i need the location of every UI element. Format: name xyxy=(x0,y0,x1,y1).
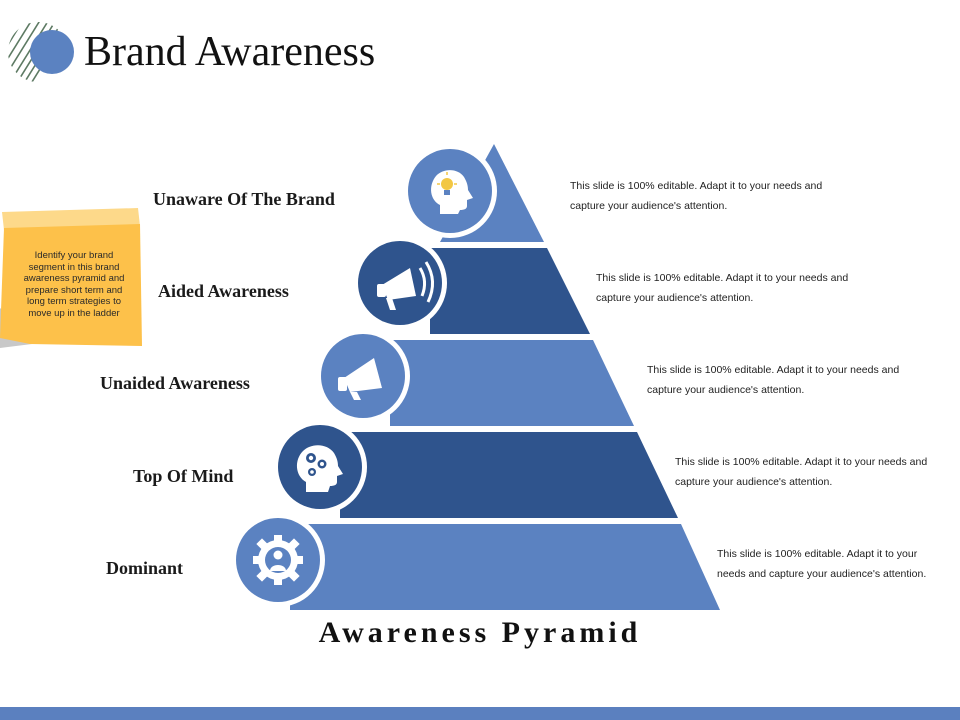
gears-head-icon xyxy=(296,445,343,492)
sticky-note xyxy=(0,208,142,348)
gear-person-icon xyxy=(253,535,303,585)
pyramid-band-3 xyxy=(390,340,634,426)
megaphone-sound-icon xyxy=(377,261,434,310)
level-description-5: This slide is 100% editable. Adapt it to… xyxy=(717,548,927,580)
lightbulb-head-icon xyxy=(431,170,473,214)
pyramid-title: Awareness Pyramid xyxy=(318,616,642,649)
level-description-4: This slide is 100% editable. Adapt it to… xyxy=(675,456,928,488)
level-label-5: Dominant xyxy=(106,558,184,578)
level-label-3: Unaided Awareness xyxy=(100,373,250,393)
level-description-1: This slide is 100% editable. Adapt it to… xyxy=(570,180,823,212)
pyramid-band-5 xyxy=(290,524,720,610)
level-description-3: This slide is 100% editable. Adapt it to… xyxy=(647,364,900,396)
megaphone-icon xyxy=(338,358,382,400)
level-icon-5 xyxy=(231,513,325,607)
level-icon-3 xyxy=(316,329,410,423)
level-label-2: Aided Awareness xyxy=(158,281,289,301)
level-icon-2 xyxy=(353,236,447,330)
level-description-2: This slide is 100% editable. Adapt it to… xyxy=(596,272,849,304)
slide-title: Brand Awareness xyxy=(84,29,376,75)
pyramid-band-4 xyxy=(340,432,678,518)
pyramid-band-2 xyxy=(430,248,590,334)
striped-circle-logo xyxy=(8,22,74,82)
level-label-4: Top Of Mind xyxy=(133,466,234,486)
note-text: Identify your brand segment in this bran… xyxy=(23,250,125,319)
level-icon-4 xyxy=(273,420,367,514)
level-label-1: Unaware Of The Brand xyxy=(153,189,335,209)
level-icon-1 xyxy=(403,144,497,238)
bottom-bar xyxy=(0,707,960,720)
